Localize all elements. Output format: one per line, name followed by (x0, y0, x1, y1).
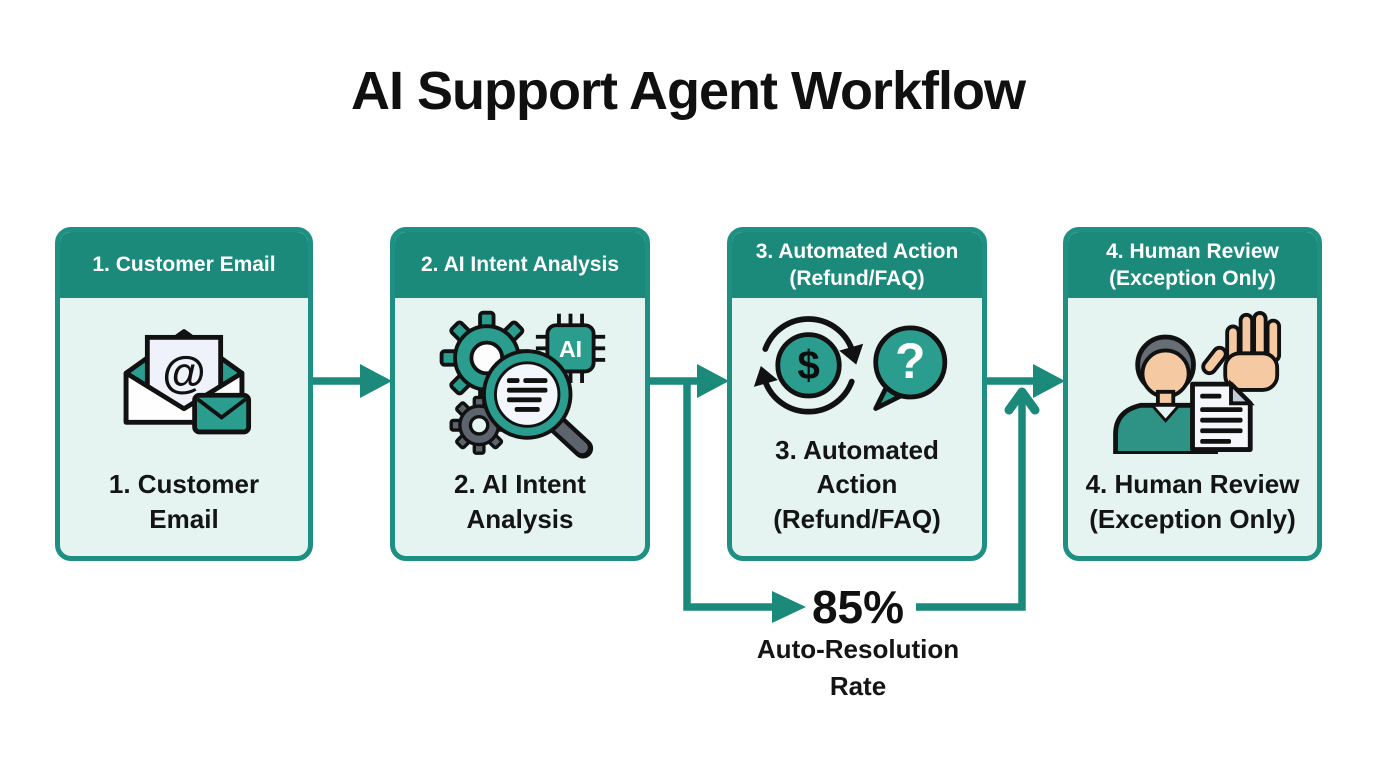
auto-resolution-value: 85% (811, 581, 905, 633)
step-body: @ 1. Customer Email (60, 298, 308, 556)
human-review-icon (1104, 298, 1282, 467)
step-body: $ ? 3. Automated Action (Refund/FAQ) (732, 298, 982, 556)
step-label-line: 4. Human Review (1085, 469, 1300, 500)
step-header-line: 3. Automated Action (755, 239, 959, 263)
step-header: 2. AI Intent Analysis (395, 232, 645, 298)
arrowhead-up-icon (1004, 387, 1040, 415)
auto-resolution-label-line: Rate (829, 670, 887, 701)
step-header-line: 2. AI Intent Analysis (421, 253, 619, 277)
question-symbol: ? (895, 333, 926, 389)
small-envelope-flap (196, 397, 247, 420)
step-card-ai-intent-analysis: 2. AI Intent Analysis (390, 227, 650, 561)
step-header-line: 1. Customer Email (92, 253, 276, 277)
step-label: 4. Human Review (Exception Only) (1086, 467, 1300, 556)
branch-line-callout-up (916, 398, 1026, 611)
step-card-human-review: 4. Human Review (Exception Only) (1063, 227, 1322, 561)
email-icon: @ (102, 298, 266, 467)
step-header-line: 4. Human Review (1106, 239, 1279, 263)
step-label-line: 3. Automated Action (775, 435, 939, 500)
stop-hand-icon (1200, 311, 1281, 393)
small-envelope-icon (192, 392, 252, 435)
dollar-coin (775, 331, 842, 399)
step-header-line: (Exception Only) (1109, 267, 1276, 290)
step-label-line: 2. AI Intent (454, 469, 586, 500)
step-label-line: (Refund/FAQ) (773, 503, 941, 534)
step-body: AI (395, 298, 645, 556)
arrowhead-step3-icon (697, 364, 729, 398)
document-icon (1189, 379, 1255, 453)
at-symbol: @ (162, 349, 205, 398)
automated-action-icon: $ ? (749, 298, 965, 433)
step-header: 4. Human Review (Exception Only) (1068, 232, 1317, 298)
faq-bubble-icon: ? (873, 325, 948, 411)
step-card-automated-action: 3. Automated Action (Refund/FAQ) $ (727, 227, 987, 561)
step-label-line: (Exception Only) (1089, 503, 1296, 534)
step-card-customer-email: 1. Customer Email @ 1. Customer Email (55, 227, 313, 561)
refund-sync-icon: $ (753, 315, 864, 415)
ai-chip-label: AI (559, 336, 582, 362)
branch-line-down-to-callout (683, 378, 776, 611)
ai-chip-icon: AI (535, 313, 606, 383)
step-header: 1. Customer Email (60, 232, 308, 298)
auto-resolution-label: Auto-Resolution Rate (718, 631, 998, 705)
step-header-line: (Refund/FAQ) (789, 267, 925, 290)
step-label-line: Analysis (466, 503, 574, 534)
arrowhead-callout-icon (772, 591, 806, 623)
step-label-line: Email (149, 503, 219, 534)
magnifier-icon (481, 349, 594, 459)
step-header: 3. Automated Action (Refund/FAQ) (732, 232, 982, 298)
step-label: 3. Automated Action (Refund/FAQ) (732, 433, 982, 556)
step-body: 4. Human Review (Exception Only) (1068, 298, 1317, 556)
step-label: 1. Customer Email (109, 467, 259, 556)
ai-intent-analysis-icon: AI (431, 298, 609, 467)
step-label-line: 1. Customer (108, 469, 260, 500)
arrowhead-step4-icon (1033, 364, 1065, 398)
step-label: 2. AI Intent Analysis (454, 467, 586, 556)
auto-resolution-label-line: Auto-Resolution (756, 634, 960, 664)
arrowhead-step2-icon (360, 364, 392, 398)
page-title: AI Support Agent Workflow (351, 61, 1026, 121)
dollar-symbol: $ (797, 342, 819, 387)
